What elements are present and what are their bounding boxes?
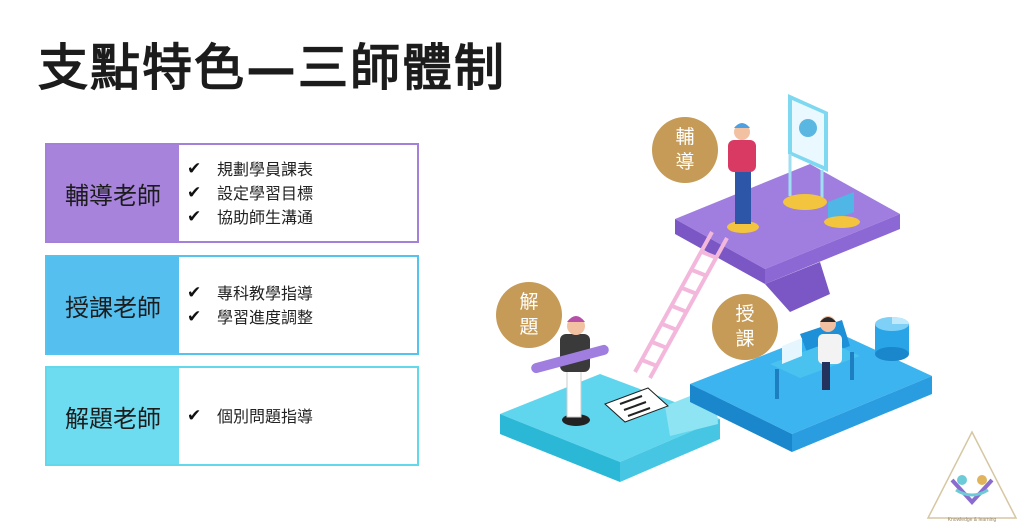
task-list: ✔ 個別問題指導 (179, 368, 417, 464)
task-item: ✔ 學習進度調整 (187, 306, 417, 329)
task-item: ✔ 協助師生溝通 (187, 206, 417, 229)
page-title: 支點特色—三師體制 (38, 39, 506, 97)
task-text: 專科教學指導 (217, 283, 314, 303)
task-text: 設定學習目標 (217, 183, 314, 203)
role-card-solver: 解題老師 ✔ 個別問題指導 (45, 366, 419, 466)
pie-cylinder-icon (875, 317, 909, 361)
task-text: 規劃學員課表 (217, 159, 314, 179)
cyan-platform (500, 374, 720, 482)
check-icon: ✔ (187, 206, 202, 227)
logo-caption: Knowledge & learning (947, 517, 997, 523)
badge-solve: 解 題 (496, 282, 562, 348)
role-label: 輔導老師 (47, 145, 179, 241)
tutor-figure (727, 123, 759, 233)
isometric-illustration (500, 94, 932, 482)
task-item: ✔ 專科教學指導 (187, 282, 417, 305)
role-card-teacher: 授課老師 ✔ 專科教學指導 ✔ 學習進度調整 (45, 255, 419, 355)
check-icon: ✔ (187, 282, 202, 303)
role-label: 解題老師 (47, 368, 179, 464)
check-icon: ✔ (187, 306, 202, 327)
laptop-icon (824, 192, 860, 228)
solver-figure (531, 316, 609, 426)
task-item: ✔ 設定學習目標 (187, 182, 417, 205)
task-list: ✔ 規劃學員課表 ✔ 設定學習目標 ✔ 協助師生溝通 (179, 145, 417, 241)
teacher-figure (770, 316, 860, 399)
task-list: ✔ 專科教學指導 ✔ 學習進度調整 (179, 257, 417, 353)
presentation-board-icon (783, 94, 828, 210)
check-icon: ✔ (187, 405, 202, 426)
task-text: 協助師生溝通 (217, 207, 314, 227)
role-label: 授課老師 (47, 257, 179, 353)
brand-logo-icon (926, 430, 1018, 519)
badge-text: 輔 導 (675, 126, 695, 173)
badge-tutor: 輔 導 (652, 117, 718, 183)
task-text: 個別問題指導 (217, 406, 314, 426)
task-item: ✔ 規劃學員課表 (187, 158, 417, 181)
badge-teach: 授 課 (712, 294, 778, 360)
exam-paper-icon (604, 387, 669, 423)
badge-text: 解 題 (519, 291, 539, 338)
badge-text: 授 課 (735, 303, 755, 350)
task-item: ✔ 個別問題指導 (187, 405, 417, 428)
check-icon: ✔ (187, 182, 202, 203)
role-card-tutor: 輔導老師 ✔ 規劃學員課表 ✔ 設定學習目標 ✔ 協助師生溝通 (45, 143, 419, 243)
task-text: 學習進度調整 (217, 307, 314, 327)
ladder-icon (633, 231, 729, 379)
check-icon: ✔ (187, 158, 202, 179)
